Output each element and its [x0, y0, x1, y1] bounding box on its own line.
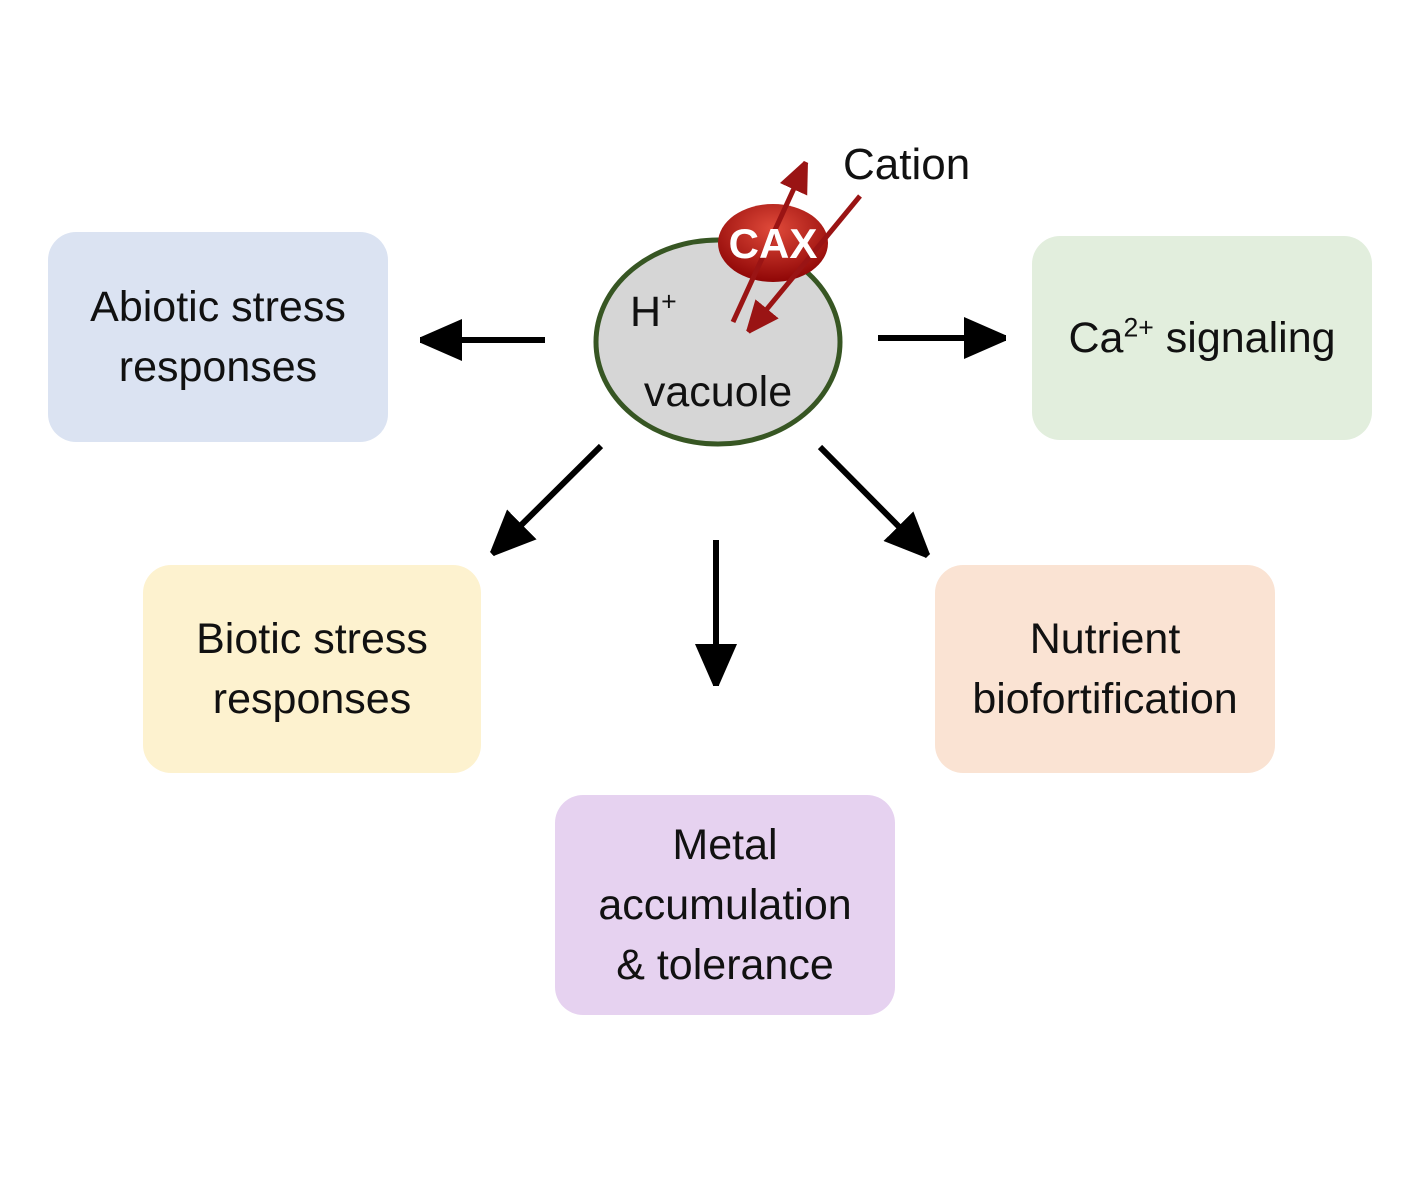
box-abiotic-stress: Abiotic stress responses [48, 232, 388, 442]
ca-superscript: 2+ [1123, 312, 1154, 343]
box-ca-signaling: Ca2+ signaling [1032, 236, 1372, 440]
h-base-text: H [630, 288, 662, 336]
ca-post-text: signaling [1153, 313, 1336, 362]
arrow-cation-in [748, 194, 862, 332]
box-metal-accumulation: Metal accumulation & tolerance [555, 795, 895, 1015]
box-nutrient-biofortification-label: Nutrient biofortification [972, 614, 1238, 723]
h-plus-label: H+ [630, 288, 677, 337]
box-nutrient-biofortification: Nutrient biofortification [935, 565, 1275, 773]
ca-base-text: Ca [1068, 313, 1124, 362]
cation-label: Cation [843, 140, 971, 189]
box-metal-accumulation-label: Metal accumulation & tolerance [598, 820, 852, 990]
arrow-to-nutrient [817, 444, 928, 556]
cax-transporter-ellipse [718, 204, 828, 282]
box-ca-signaling-label: Ca2+ signaling [1068, 308, 1335, 368]
arrow-h-out [730, 162, 809, 324]
box-biotic-stress-label: Biotic stress responses [196, 614, 428, 723]
h-superscript: + [661, 286, 677, 317]
arrow-to-biotic [492, 443, 604, 554]
box-biotic-stress: Biotic stress responses [143, 565, 481, 773]
box-abiotic-stress-label: Abiotic stress responses [90, 282, 346, 391]
cax-label: CAX [728, 220, 818, 267]
vacuole-label: vacuole [643, 368, 793, 416]
